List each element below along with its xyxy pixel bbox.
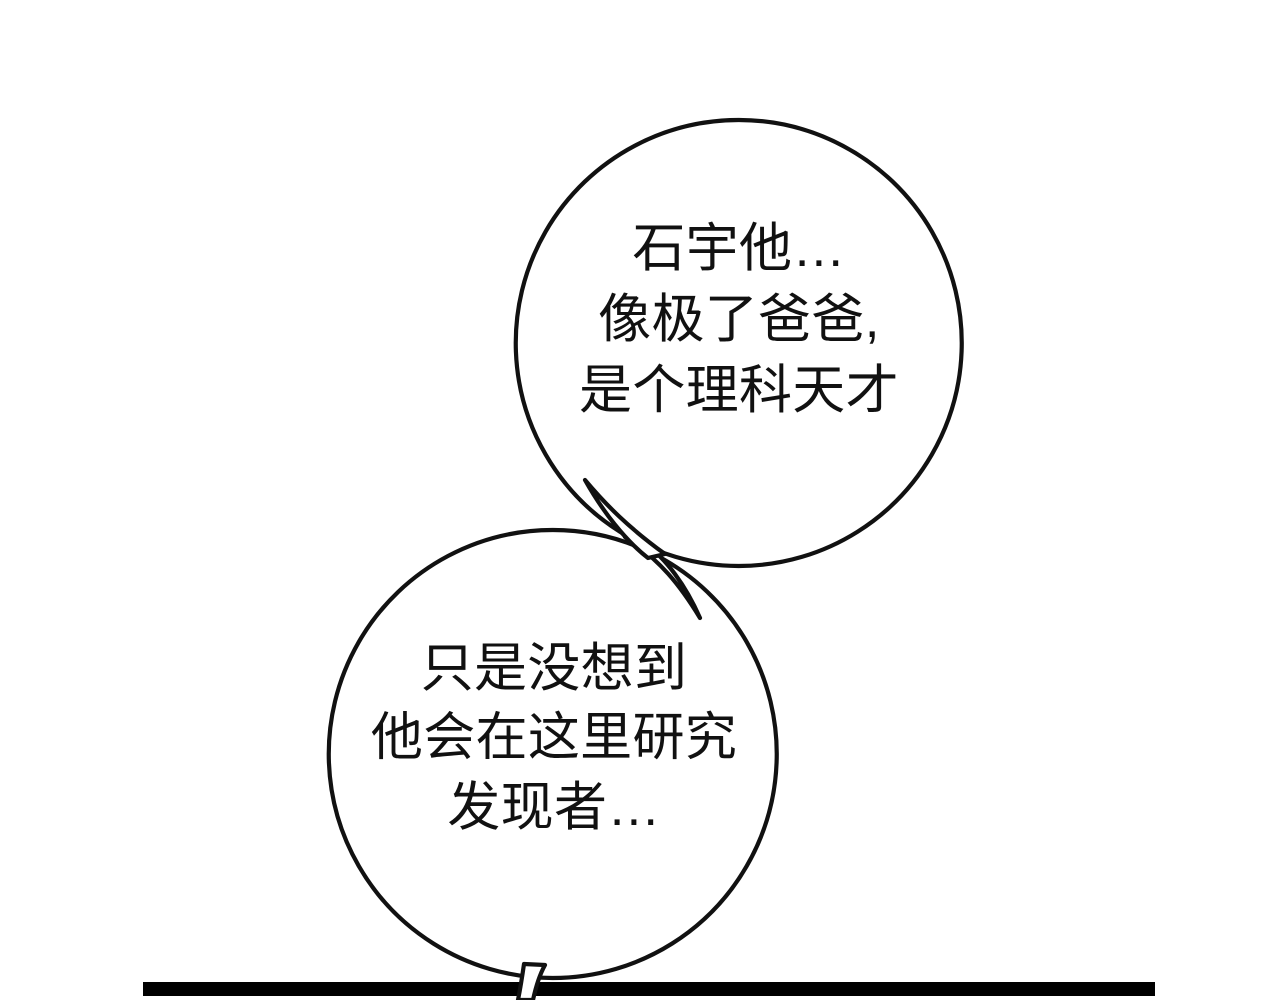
bubble-1-line-1: 石宇他… [632,219,846,278]
bubble-1-line-3: 是个理科天才 [579,361,899,420]
bubble-2-line-3: 发现者… [447,778,661,837]
panel-divider-bar [143,982,1155,996]
bubble-2-text-block: 只是没想到 他会在这里研究 发现者… [330,642,778,851]
bubble-1-line-2: 像极了爸爸, [598,290,880,349]
bubble-1-outline [513,117,964,569]
bubble-2-line-1: 只是没想到 [420,639,688,698]
bubble-1-text-block: 石宇他… 像极了爸爸, 是个理科天才 [516,222,962,435]
bubble-2-line-2: 他会在这里研究 [370,709,738,767]
